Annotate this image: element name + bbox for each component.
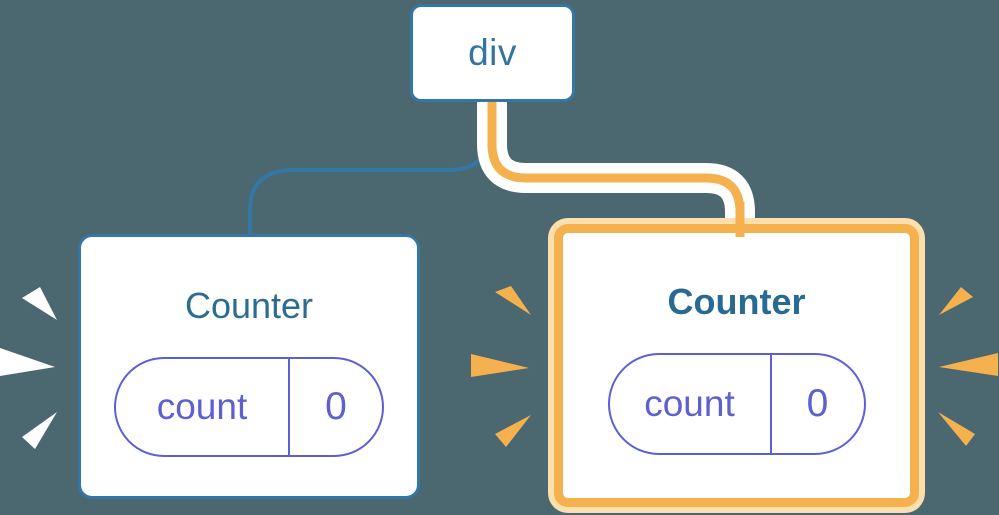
state-pill: count 0	[114, 357, 384, 457]
state-value: 0	[325, 385, 347, 428]
state-value: 0	[806, 382, 829, 425]
sparkle-icon	[22, 412, 57, 449]
edge-div-to-right-counter-casing	[477, 101, 755, 230]
sparkle-icon	[0, 348, 55, 376]
left-counter-sparkles	[0, 287, 57, 449]
sparkle-icon	[939, 353, 998, 376]
sparkle-icon	[471, 354, 529, 377]
edge-div-to-right-counter	[487, 101, 745, 230]
root-node-label: div	[468, 32, 517, 73]
counter-title: Counter	[667, 281, 806, 322]
edge-div-to-left-counter	[248, 101, 494, 240]
right-counter-sparkles-left	[471, 286, 531, 447]
counter-node-left: Counter count 0	[78, 234, 420, 499]
state-pill: count 0	[607, 353, 866, 455]
counter-node-right-highlighted: Counter count 0	[554, 224, 919, 507]
sparkle-icon	[938, 412, 975, 446]
sparkle-icon	[22, 287, 57, 320]
sparkle-icon	[495, 286, 531, 315]
counter-title: Counter	[184, 285, 314, 326]
right-counter-sparkles-right	[938, 287, 998, 446]
root-node-div: div	[410, 4, 575, 102]
sparkle-icon	[495, 415, 531, 447]
state-name-label: count	[610, 355, 772, 453]
state-name-label: count	[116, 359, 290, 455]
sparkle-icon	[939, 287, 973, 315]
